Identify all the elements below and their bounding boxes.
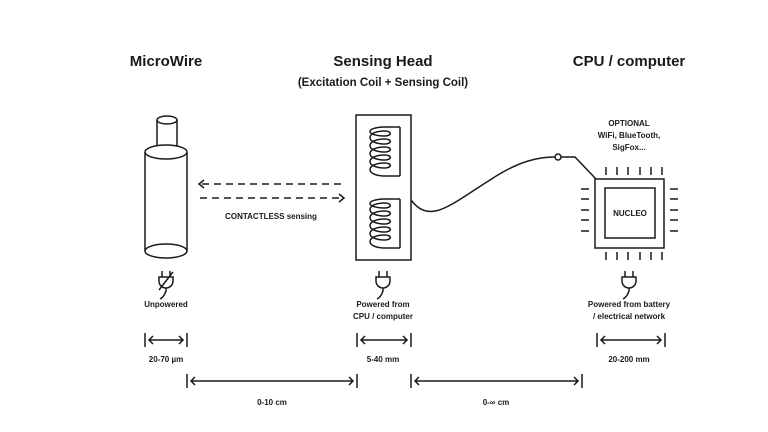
sensing-head-icon	[355, 114, 412, 261]
dimension-arrows	[144, 333, 666, 388]
dim-gap1: 0-10 cm	[257, 398, 287, 407]
optional-label: OPTIONAL	[608, 119, 649, 128]
power-sensing-head-2: CPU / computer	[353, 312, 413, 321]
power-sensing-head-1: Powered from	[356, 300, 409, 309]
power-cpu-1: Powered from battery	[588, 300, 671, 309]
microwire-icon	[144, 115, 188, 259]
subtitle-sensing-head: (Excitation Coil + Sensing Coil)	[298, 77, 468, 89]
chip-icon	[581, 167, 678, 260]
strike-icon	[158, 271, 174, 291]
cable	[410, 153, 597, 213]
dim-gap2: 0-∞ cm	[483, 398, 510, 407]
title-microwire: MicroWire	[130, 53, 202, 70]
plug-icon-cpu	[621, 270, 637, 300]
title-sensing-head: Sensing Head	[333, 53, 432, 70]
power-cpu-2: / electrical network	[593, 312, 666, 321]
contactless-label: CONTACTLESS sensing	[225, 212, 317, 221]
contactless-arrows	[197, 179, 346, 203]
chip-label: NUCLEO	[613, 209, 647, 218]
title-cpu: CPU / computer	[573, 53, 686, 70]
optional-wireless: WiFi, BlueTooth,	[598, 131, 660, 140]
optional-sigfox: SigFox...	[612, 143, 645, 152]
power-microwire: Unpowered	[144, 300, 188, 309]
dim-microwire: 20-70 µm	[149, 355, 183, 364]
plug-icon-sensing-head	[375, 270, 391, 300]
dim-sensing-head: 5-40 mm	[367, 355, 399, 364]
dim-cpu: 20-200 mm	[608, 355, 649, 364]
